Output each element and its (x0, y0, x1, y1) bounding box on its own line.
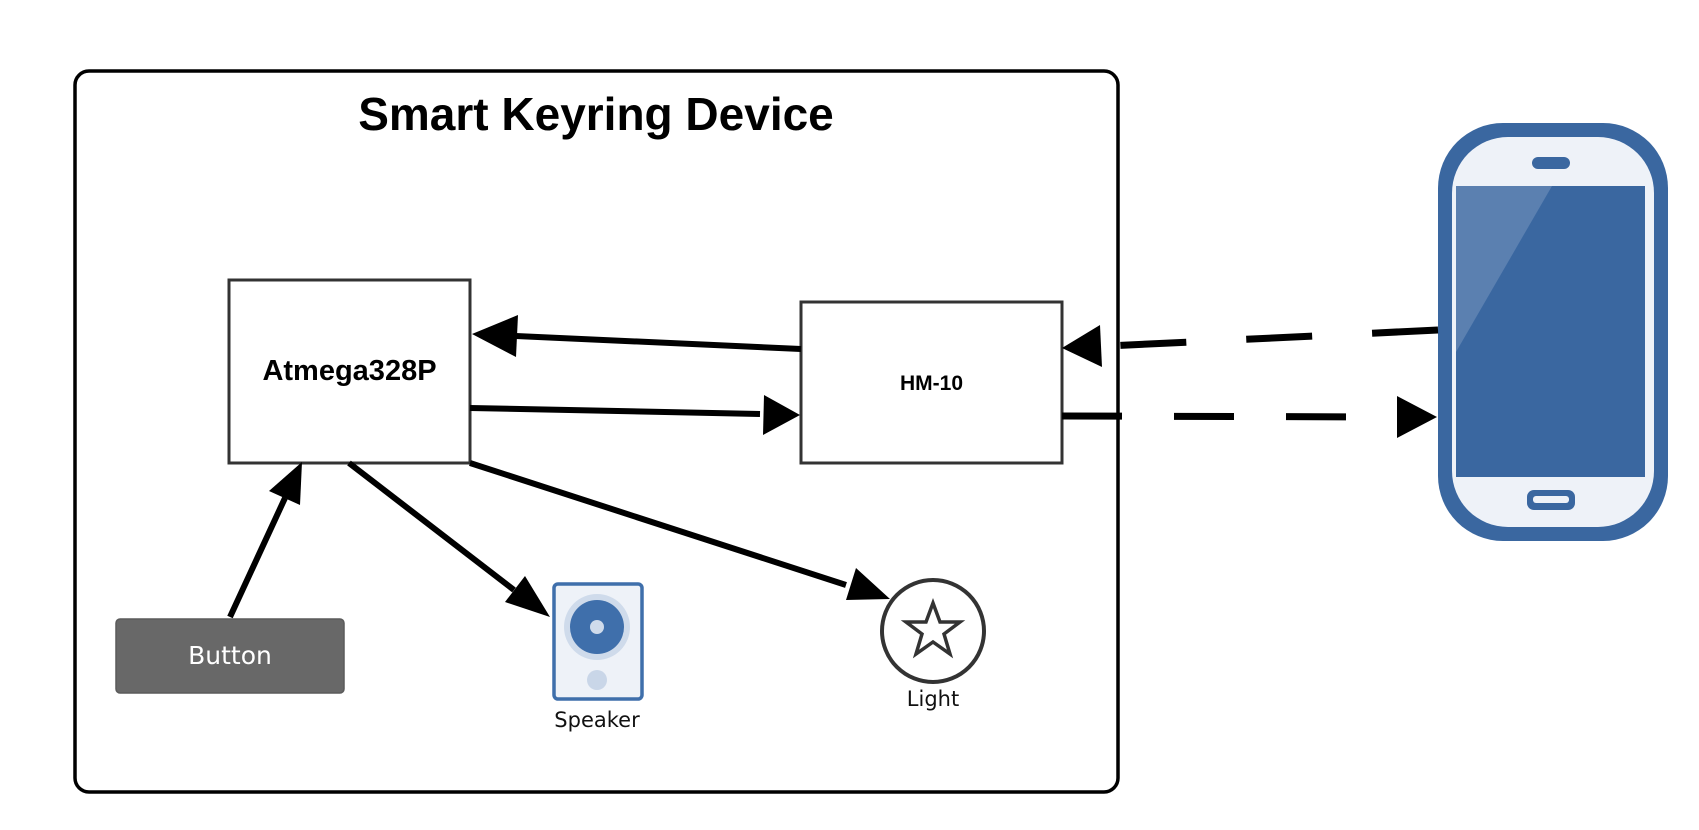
connector-mcu-to-light (469, 460, 890, 600)
star-icon (880, 578, 986, 684)
smartphone-icon (1438, 123, 1668, 541)
speaker-icon (552, 582, 644, 701)
ble-module-label: HM-10 (900, 372, 963, 395)
speaker-label: Speaker (554, 708, 640, 732)
connector-ble-to-phone (1061, 396, 1437, 438)
ble-module-block: HM-10 (799, 300, 1064, 465)
connector-button-to-mcu (227, 462, 302, 619)
mcu-block: Atmega328P (227, 278, 472, 465)
connector-ble-to-mcu (472, 315, 802, 357)
device-container (73, 69, 1120, 794)
connector-phone-to-ble (1062, 325, 1439, 367)
connector-mcu-to-ble (469, 395, 800, 435)
light-label: Light (907, 687, 959, 711)
mcu-label: Atmega328P (262, 355, 436, 387)
button-block: Button (115, 618, 345, 694)
button-label: Button (188, 641, 272, 670)
connector-mcu-to-speaker (347, 460, 550, 617)
device-title: Smart Keyring Device (358, 88, 834, 140)
